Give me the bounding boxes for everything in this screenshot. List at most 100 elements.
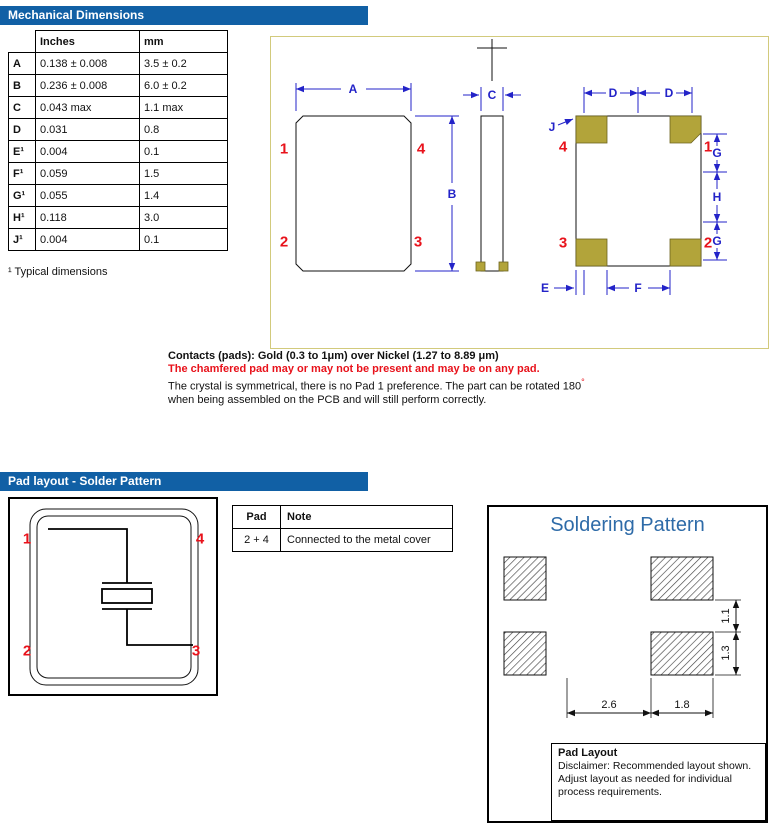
contact-pad-4 (575, 115, 608, 144)
dim-mm: 1.1 max (139, 96, 228, 119)
dim-mm: 3.0 (139, 206, 228, 229)
dim-label-D-right: D (665, 86, 674, 100)
pad-table-header-row: Pad Note (232, 505, 453, 529)
solder-pad-top-left (503, 556, 547, 601)
contacts-line-3: The crystal is symmetrical, there is no … (168, 376, 585, 394)
side-view: C (463, 39, 521, 272)
dim-label: F¹ (8, 162, 36, 185)
top-view-pad-3: 3 (414, 234, 422, 251)
dim-inches: 0.055 (35, 184, 140, 207)
soldering-pattern-panel: Soldering Pattern 1.1 1.3 2. (487, 505, 768, 823)
top-view-pad-2: 2 (280, 234, 288, 251)
dim-label: J¹ (8, 228, 36, 251)
contacts-line-2: The chamfered pad may or may not be pres… (168, 363, 540, 375)
layout-pad-3: 3 (192, 643, 200, 660)
table-row: E¹ 0.004 0.1 (8, 140, 228, 163)
bottom-view-pad-1: 1 (704, 139, 712, 156)
dimensions-table: Inches mm A 0.138 ± 0.008 3.5 ± 0.2 B 0.… (8, 30, 228, 251)
table-header-row: Inches mm (9, 30, 228, 53)
top-view-pad-1: 1 (280, 141, 288, 158)
bottom-view: 4 1 3 2 D D J G H G E F (541, 86, 727, 295)
table-row: B 0.236 ± 0.008 6.0 ± 0.2 (8, 74, 228, 97)
pad-layout-diagram: 1 4 2 3 (23, 508, 205, 686)
solder-dimensions: 1.1 1.3 2.6 1.8 (566, 599, 741, 718)
dim-label-D-left: D (609, 86, 618, 100)
table-corner-cell (9, 31, 36, 53)
section-title-pad-layout: Pad layout - Solder Pattern (8, 474, 162, 488)
dim-label: D (8, 118, 36, 141)
contact-pad-2 (669, 238, 702, 267)
dim-label: G¹ (8, 184, 36, 207)
table-row: G¹ 0.055 1.4 (8, 184, 228, 207)
dim-mm: 0.1 (139, 140, 228, 163)
dim-label-1-8: 1.8 (674, 699, 689, 711)
dim-label-E: E (541, 281, 549, 295)
dim-label-J: J (549, 120, 556, 134)
dim-mm: 1.4 (139, 184, 228, 207)
dim-label-A: A (349, 82, 358, 96)
dim-inches: 0.118 (35, 206, 140, 229)
package-outline-top-view (295, 115, 412, 272)
dim-label: A (8, 52, 36, 75)
solder-pad-bottom-right (650, 631, 714, 676)
top-view: 1 4 2 3 A B (280, 82, 459, 272)
dim-inches: 0.236 ± 0.008 (35, 74, 140, 97)
dim-label: H¹ (8, 206, 36, 229)
dim-inches: 0.004 (35, 140, 140, 163)
contact-pad-3 (575, 238, 608, 267)
dim-label: B (8, 74, 36, 97)
dim-mm: 0.8 (139, 118, 228, 141)
package-outline-bottom-view (575, 115, 702, 267)
table-row: A 0.138 ± 0.008 3.5 ± 0.2 (8, 52, 228, 75)
dim-inches: 0.138 ± 0.008 (35, 52, 140, 75)
package-outline-side-view (480, 115, 504, 272)
dim-label-G-top: G (712, 146, 721, 160)
pad-note-table: Pad Note 2 + 4 Connected to the metal co… (232, 505, 453, 552)
table-row: J¹ 0.004 0.1 (8, 228, 228, 251)
contact-pad-1-chamfered (669, 115, 702, 144)
bottom-view-pad-4: 4 (559, 139, 568, 156)
dim-label: E¹ (8, 140, 36, 163)
table-row: D 0.031 0.8 (8, 118, 228, 141)
pad-cell: 2 + 4 (232, 528, 281, 552)
col-header-mm: mm (139, 30, 228, 53)
note-col-header: Note (280, 505, 453, 529)
pad-table-row: 2 + 4 Connected to the metal cover (232, 528, 453, 552)
top-view-pad-4: 4 (417, 141, 426, 158)
dim-label-F: F (634, 281, 641, 295)
contacts-line-4: when being assembled on the PCB and will… (168, 393, 487, 406)
pad-layout-text: Disclaimer: Recommended layout shown. Ad… (558, 760, 752, 798)
pad-layout-panel: 1 4 2 3 (8, 497, 218, 696)
dim-label: C (8, 96, 36, 119)
dim-inches: 0.031 (35, 118, 140, 141)
section-title-mechanical: Mechanical Dimensions (8, 8, 145, 22)
bottom-view-pad-2: 2 (704, 235, 712, 252)
package-outline-inner (36, 515, 192, 679)
package-outline-outer (29, 508, 199, 686)
dim-inches: 0.043 max (35, 96, 140, 119)
dim-label-C: C (488, 88, 497, 102)
pad-col-header: Pad (232, 505, 281, 529)
section-header-pad-layout: Pad layout - Solder Pattern (0, 472, 368, 491)
solder-pad-bottom-left (503, 631, 547, 676)
contacts-line-1: Contacts (pads): Gold (0.3 to 1μm) over … (168, 350, 499, 362)
solder-pad-top-right (650, 556, 714, 601)
layout-pad-2: 2 (23, 643, 31, 660)
degree-symbol: ° (581, 377, 585, 387)
dim-mm: 0.1 (139, 228, 228, 251)
mechanical-drawing: 1 4 2 3 A B C 4 1 3 2 (280, 39, 727, 295)
mechanical-drawing-panel: 1 4 2 3 A B C 4 1 3 2 (270, 36, 769, 349)
bottom-view-pad-3: 3 (559, 235, 567, 252)
crystal-symbol (48, 528, 193, 646)
table-row: H¹ 0.118 3.0 (8, 206, 228, 229)
dim-mm: 3.5 ± 0.2 (139, 52, 228, 75)
col-header-inches: Inches (35, 30, 140, 53)
dim-mm: 6.0 ± 0.2 (139, 74, 228, 97)
contacts-notes: Contacts (pads): Gold (0.3 to 1μm) over … (168, 350, 585, 407)
soldering-pattern-title: Soldering Pattern (550, 514, 705, 536)
pad-layout-disclaimer-box: Pad Layout Disclaimer: Recommended layou… (551, 743, 766, 821)
table-footnote: ¹ Typical dimensions (8, 266, 108, 278)
pad-layout-title: Pad Layout (558, 747, 618, 759)
dim-label-H: H (713, 190, 722, 204)
section-header-mechanical: Mechanical Dimensions (0, 6, 368, 25)
